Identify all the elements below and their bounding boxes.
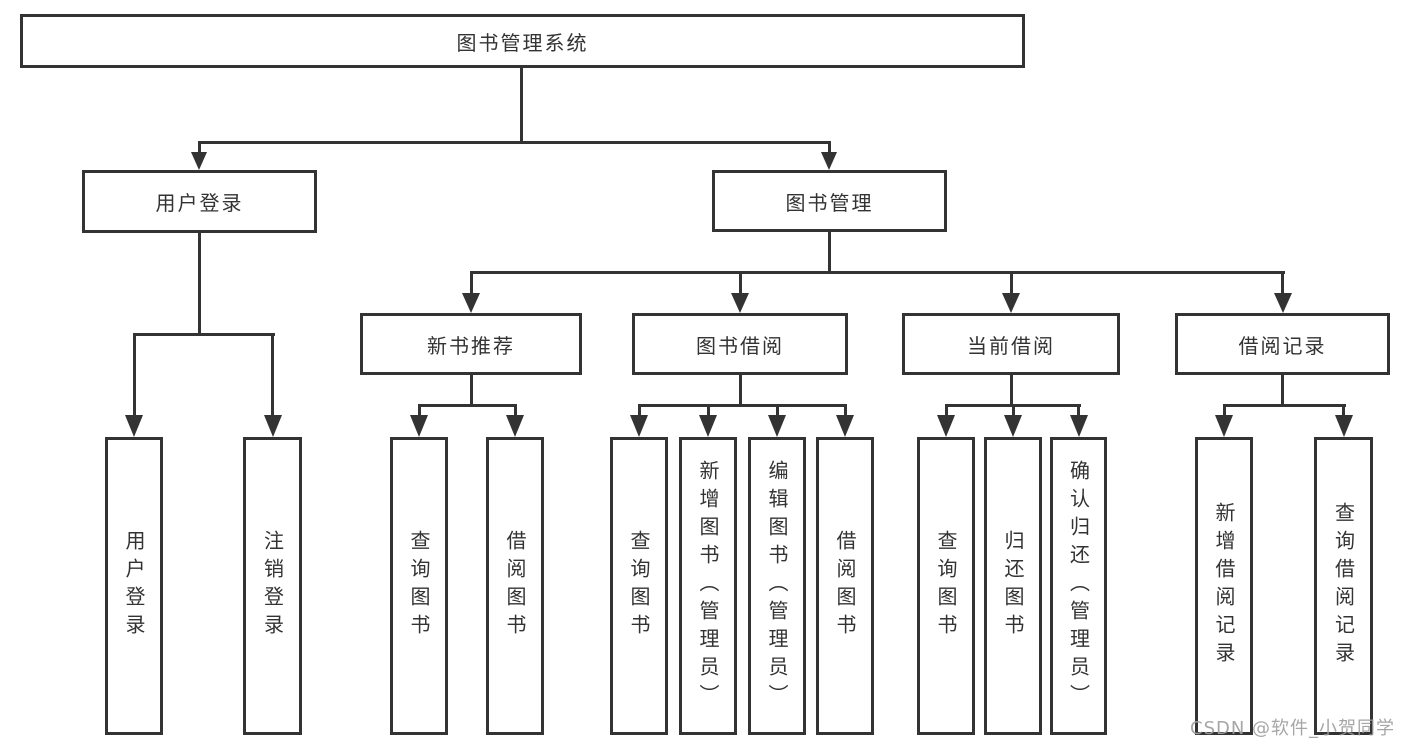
node-leaf-bb-edit: 编辑图书（管理员） — [748, 437, 806, 735]
node-leaf-br-add: 新增借阅记录 — [1195, 437, 1253, 735]
node-new-books: 新书推荐 — [360, 313, 582, 375]
connector-line — [1281, 271, 1284, 295]
arrow-down-icon — [768, 415, 786, 437]
arrow-down-icon — [699, 415, 717, 437]
connector-line — [197, 233, 201, 335]
arrow-down-icon — [1069, 415, 1088, 437]
node-leaf-br-query: 查询借阅记录 — [1314, 437, 1373, 735]
connector-line — [827, 141, 831, 153]
connector-line — [843, 404, 847, 417]
node-leaf-nb-borrow: 借阅图书 — [486, 437, 544, 735]
connector-line — [1077, 404, 1080, 417]
arrow-down-icon — [1273, 293, 1292, 313]
arrow-down-icon — [1215, 415, 1233, 437]
arrow-down-icon — [125, 415, 143, 437]
arrow-down-icon — [1004, 415, 1022, 437]
arrow-down-icon — [821, 152, 837, 170]
node-root-label: 图书管理系统 — [456, 30, 589, 55]
node-book-borrow-label: 图书借阅 — [696, 333, 784, 358]
connector-line — [1222, 404, 1346, 407]
connector-line — [417, 404, 421, 417]
node-leaf-cb-return-label: 归还图书 — [1001, 530, 1025, 642]
node-leaf-bb-query-label: 查询图书 — [627, 530, 651, 642]
connector-line — [513, 404, 517, 417]
connector-line — [1281, 375, 1284, 406]
node-leaf-br-add-label: 新增借阅记录 — [1212, 502, 1236, 670]
node-root: 图书管理系统 — [20, 14, 1025, 68]
node-leaf-cb-query: 查询图书 — [917, 437, 975, 735]
node-user-login-label: 用户登录 — [155, 191, 244, 215]
connector-line — [469, 271, 1285, 274]
node-leaf-user-login-label: 用户登录 — [122, 530, 146, 642]
connector-line — [132, 333, 275, 336]
connector-line — [775, 404, 779, 417]
connector-line — [417, 404, 517, 407]
watermark: CSDN @软件_小贺同学 — [1190, 718, 1396, 739]
arrow-down-icon — [1334, 415, 1353, 437]
connector-line — [637, 404, 847, 407]
node-leaf-bb-query: 查询图书 — [610, 437, 668, 735]
connector-line — [197, 141, 201, 153]
node-book-borrow: 图书借阅 — [632, 313, 848, 375]
node-leaf-cb-confirm: 确认归还（管理员） — [1050, 437, 1107, 735]
connector-line — [197, 141, 831, 144]
node-leaf-logout-label: 注销登录 — [260, 530, 285, 642]
connector-line — [738, 271, 742, 295]
connector-line — [637, 404, 641, 417]
connector-line — [132, 333, 136, 417]
arrow-down-icon — [462, 293, 480, 313]
arrow-down-icon — [410, 415, 428, 437]
connector-line — [469, 271, 473, 295]
node-leaf-br-query-label: 查询借阅记录 — [1331, 502, 1356, 670]
connector-line — [520, 68, 523, 143]
connector-line — [738, 375, 742, 406]
arrow-down-icon — [506, 415, 524, 437]
node-leaf-cb-return: 归还图书 — [984, 437, 1042, 735]
node-leaf-nb-query: 查询图书 — [390, 437, 448, 735]
node-current-borrow: 当前借阅 — [902, 313, 1120, 375]
connector-line — [1009, 271, 1013, 295]
node-leaf-logout: 注销登录 — [243, 437, 302, 735]
node-user-login: 用户登录 — [82, 170, 317, 233]
node-book-mgmt: 图书管理 — [712, 170, 947, 232]
node-book-mgmt-label: 图书管理 — [785, 190, 874, 215]
node-leaf-nb-borrow-label: 借阅图书 — [503, 530, 527, 642]
connector-line — [1011, 404, 1015, 417]
arrow-down-icon — [263, 415, 282, 437]
node-borrow-records-label: 借阅记录 — [1238, 333, 1327, 358]
arrow-down-icon — [191, 152, 207, 170]
node-current-borrow-label: 当前借阅 — [967, 333, 1055, 358]
node-leaf-bb-borrow: 借阅图书 — [816, 437, 874, 735]
arrow-down-icon — [630, 415, 648, 437]
node-leaf-cb-confirm-label: 确认归还（管理员） — [1066, 460, 1091, 712]
connector-line — [1222, 404, 1226, 417]
arrow-down-icon — [731, 293, 749, 313]
connector-line — [706, 404, 710, 417]
node-leaf-bb-add: 新增图书（管理员） — [679, 437, 737, 735]
connector-line — [1009, 375, 1013, 406]
connector-line — [1342, 404, 1345, 417]
node-leaf-bb-add-label: 新增图书（管理员） — [696, 460, 720, 712]
arrow-down-icon — [1002, 293, 1020, 313]
connector-line — [469, 375, 473, 406]
node-leaf-bb-edit-label: 编辑图书（管理员） — [765, 460, 789, 712]
node-leaf-cb-query-label: 查询图书 — [934, 530, 958, 642]
connector-line — [944, 404, 948, 417]
connector-line — [271, 333, 274, 417]
node-leaf-user-login: 用户登录 — [105, 437, 163, 735]
connector-line — [827, 232, 831, 273]
arrow-down-icon — [836, 415, 854, 437]
node-leaf-nb-query-label: 查询图书 — [407, 530, 431, 642]
node-new-books-label: 新书推荐 — [427, 333, 515, 358]
node-leaf-bb-borrow-label: 借阅图书 — [833, 530, 857, 642]
node-borrow-records: 借阅记录 — [1175, 313, 1390, 375]
arrow-down-icon — [937, 415, 955, 437]
